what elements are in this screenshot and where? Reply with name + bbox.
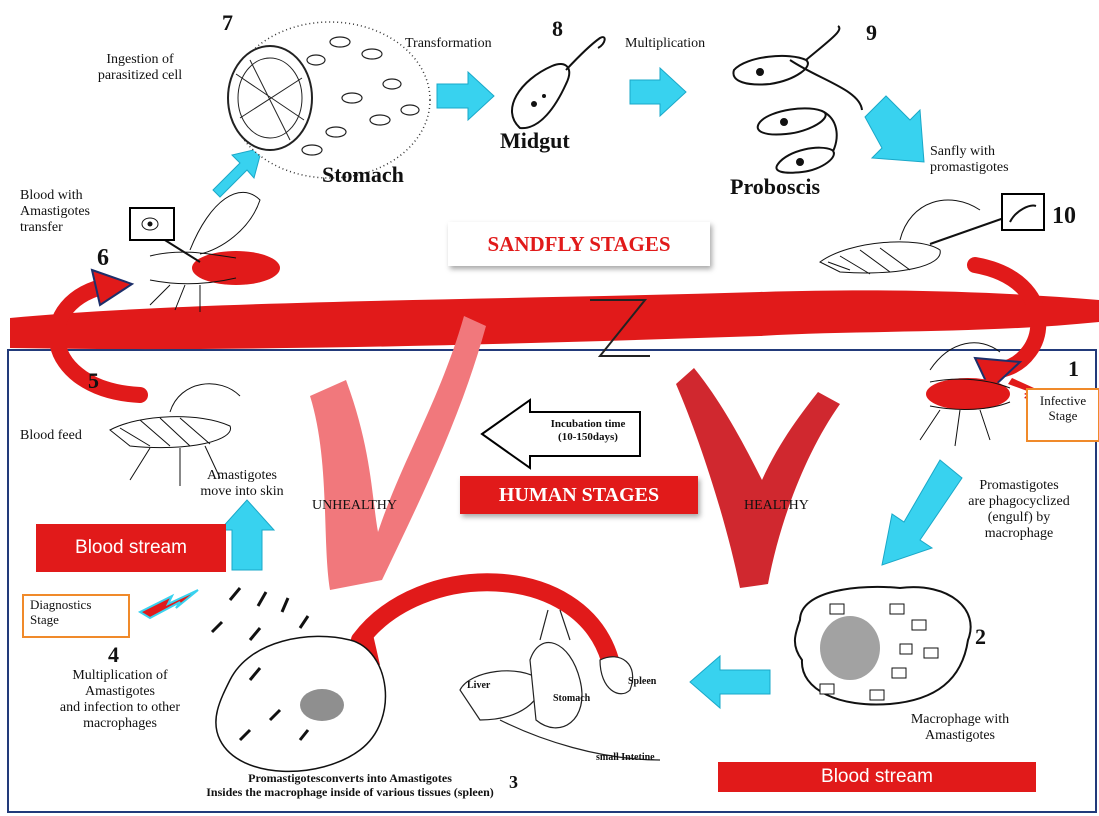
stage-4-number: 4 xyxy=(108,642,119,667)
promastigote-inset-box xyxy=(1002,194,1044,230)
infected-macrophages-cluster xyxy=(212,588,385,771)
stage-1-number: 1 xyxy=(1068,356,1079,381)
arrow-6-to-7 xyxy=(213,148,262,197)
macrophage-amastigotes-label: Macrophage with Amastigotes xyxy=(880,712,1040,744)
amastigotes-skin-label: Amastigotes move into skin xyxy=(182,468,302,500)
arrow-9-to-10 xyxy=(865,96,924,162)
multiplication-amastigotes-label: Multiplication of Amastigotes and infect… xyxy=(30,668,210,732)
healthy-label: HEALTHY xyxy=(744,498,809,514)
arrow-4-to-5 xyxy=(220,500,274,570)
stage-5-number: 5 xyxy=(88,368,99,393)
macrophage-with-amastigotes xyxy=(795,587,971,705)
proboscis-label: Proboscis xyxy=(730,174,820,199)
stage-7-number: 7 xyxy=(222,10,233,35)
stage-2-number: 2 xyxy=(975,624,986,649)
blood-stream-right: Blood stream xyxy=(718,762,1036,792)
phagocytosis-label: Promastigotes are phagocyclized (engulf)… xyxy=(944,478,1094,542)
ingestion-label: Ingestion of parasitized cell xyxy=(60,52,220,84)
stomach-parasites xyxy=(228,22,430,178)
arrow-8-to-9 xyxy=(630,68,686,116)
healthy-check xyxy=(676,368,840,588)
stomach-label: Stomach xyxy=(322,162,404,187)
intestine-label: small Intetine xyxy=(596,752,655,764)
transformation-label: Transformation xyxy=(405,36,492,52)
stage-6-number: 6 xyxy=(97,245,109,273)
diagnostics-stage-box: Diagnostics Stage xyxy=(22,594,130,638)
incubation-label: Incubation time (10-150days) xyxy=(534,418,642,443)
multiplication-label: Multiplication xyxy=(625,36,705,52)
spleen-label: Spleen xyxy=(628,676,656,688)
midgut-label: Midgut xyxy=(500,128,570,153)
sandfly-promastigotes-label: Sanfly with promastigotes xyxy=(930,144,1009,176)
blood-stream-left: Blood stream xyxy=(36,524,226,572)
infective-stage-box: Infective Stage xyxy=(1026,388,1099,442)
blood-amastigotes-label: Blood with Amastigotes transfer xyxy=(20,188,90,236)
midgut-promastigote xyxy=(512,37,605,128)
human-stages-title: HUMAN STAGES xyxy=(460,476,698,514)
arrow-2-to-3 xyxy=(690,656,770,708)
arrow-7-to-8 xyxy=(437,72,494,120)
unhealthy-check xyxy=(310,316,486,590)
lightning-bolt-4 xyxy=(140,590,198,618)
proboscis-promastigotes xyxy=(733,26,862,173)
organ-stomach-label: Stomach xyxy=(553,693,590,705)
stage-9-number: 9 xyxy=(866,20,877,45)
blood-feed-label: Blood feed xyxy=(20,428,82,444)
unhealthy-label: UNHEALTHY xyxy=(312,498,397,514)
arrow-3-to-4 xyxy=(360,582,610,660)
stage-8-number: 8 xyxy=(552,16,563,41)
sandfly-1 xyxy=(920,343,1010,446)
liver-label: Liver xyxy=(467,680,490,692)
divider-band xyxy=(10,290,1099,356)
sandfly-stages-title: SANDFLY STAGES xyxy=(448,222,710,266)
convert-label: Promastigotesconverts into Amastigotes I… xyxy=(180,772,520,800)
stage-10-number: 10 xyxy=(1052,203,1076,231)
